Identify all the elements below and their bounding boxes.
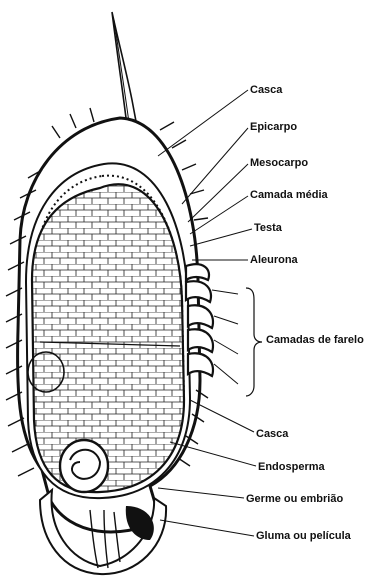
- label-epicarpo: Epicarpo: [250, 121, 297, 134]
- label-endosperma: Endosperma: [258, 461, 325, 474]
- bran-bracket: [246, 288, 262, 396]
- awn-inner-line: [114, 20, 130, 130]
- label-gluma-ou-pelicula: Gluma ou película: [256, 530, 351, 543]
- label-camadas-de-farelo: Camadas de farelo: [266, 334, 364, 347]
- bran-flaps: [186, 264, 213, 376]
- germ-embryo: [60, 440, 108, 492]
- endosperm-cells: [30, 180, 190, 500]
- label-testa: Testa: [254, 222, 282, 235]
- label-casca-bottom: Casca: [256, 428, 288, 441]
- label-aleurona: Aleurona: [250, 254, 298, 267]
- label-camada-media: Camada média: [250, 189, 328, 202]
- label-casca-top: Casca: [250, 84, 282, 97]
- label-germe-ou-embriao: Germe ou embrião: [246, 493, 343, 506]
- label-mesocarpo: Mesocarpo: [250, 157, 308, 170]
